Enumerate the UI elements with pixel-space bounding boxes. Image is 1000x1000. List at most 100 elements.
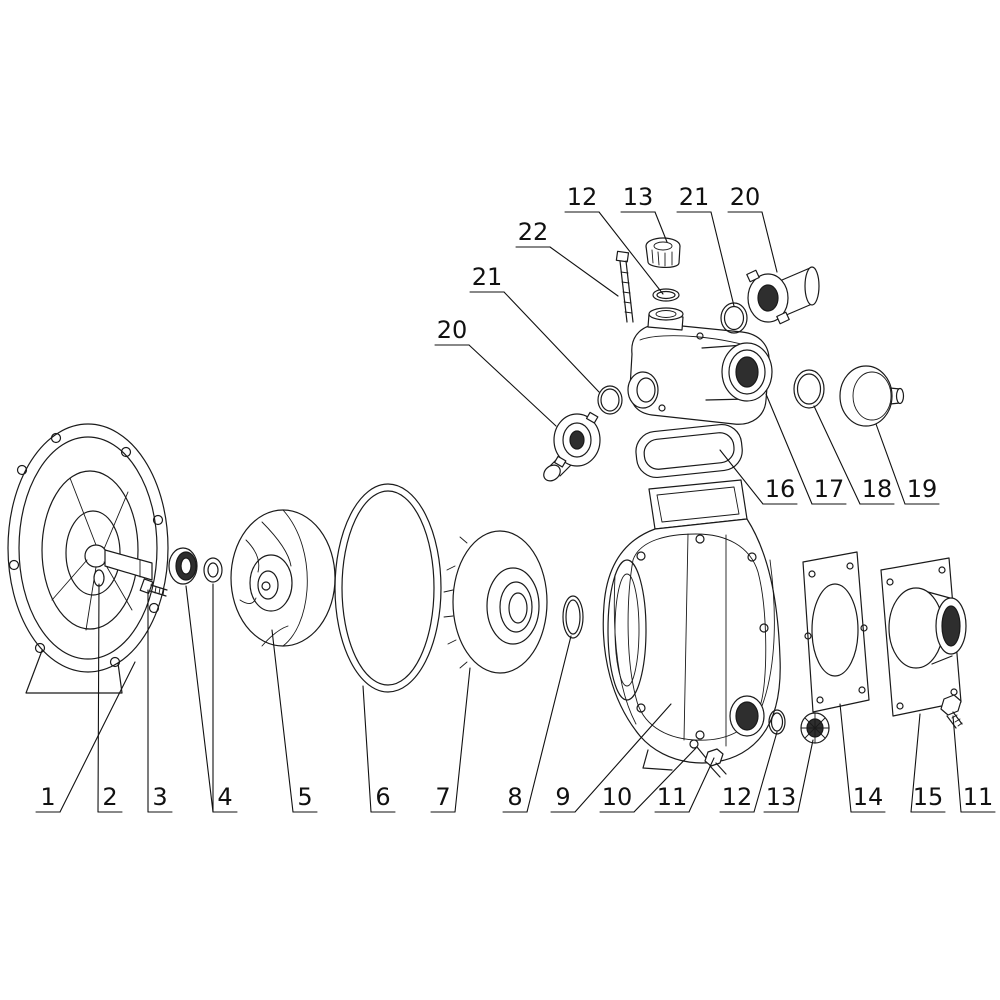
leader-line [839,703,852,813]
callout-label: 19 [907,475,938,503]
leader-line [526,635,572,813]
callout-14: 14 [839,703,886,813]
callout-10: 10 [599,747,697,813]
leader-line [598,211,664,295]
cap-oring [652,288,680,302]
callout-label: 11 [657,783,688,811]
pump-body [602,479,781,771]
leader-line [185,585,214,813]
mechanical-seal-set [168,547,223,585]
callout-6: 6 [362,685,396,813]
screw-bottom [689,739,707,759]
leader-line [710,211,735,307]
impeller [230,509,336,647]
leader-line [813,405,861,505]
impeller-plug [800,712,830,744]
leader-line [633,747,697,813]
leader-line [910,713,921,813]
callout-label: 14 [853,783,884,811]
callout-4: 4 [185,583,238,813]
oring-top [720,302,748,334]
oring-port [793,369,825,409]
bolt-bottom [704,748,727,778]
leader-line [719,449,764,505]
callout-3: 3 [147,589,173,813]
callout-15: 15 [910,713,946,813]
large-oring [334,483,442,693]
callout-label: 12 [567,183,598,211]
callout-7: 7 [430,667,471,813]
hose-coupling-top [746,266,820,325]
callout-20: 20 [434,316,557,427]
long-bolt [615,250,634,323]
callout-label: 1 [40,783,55,811]
leader-line [688,757,715,813]
callout-label: 20 [437,316,468,344]
leader-line [59,661,136,813]
leader-line [362,685,372,813]
end-cap [839,365,905,427]
small-oring [562,595,584,639]
callout-label: 13 [766,783,797,811]
hex-bolt-left [139,578,168,597]
callout-9: 9 [550,703,672,813]
callout-17: 17 [765,393,847,505]
callout-19: 19 [875,423,940,505]
leader-line [952,715,962,813]
callout-label: 17 [814,475,845,503]
leader-line [753,731,778,813]
callout-11: 11 [654,757,715,813]
gasket-plate [802,551,870,713]
bolt-right [940,694,963,729]
callout-18: 18 [813,405,895,505]
callout-11: 11 [952,715,996,813]
callout-22: 22 [515,218,619,297]
leader-line [454,667,471,813]
callout-label: 20 [730,183,761,211]
leader-line [574,703,672,813]
leader-line [765,393,813,505]
callout-label: 21 [679,183,710,211]
callout-8: 8 [502,635,572,813]
callout-16: 16 [719,449,798,505]
leader-line [271,629,294,813]
callout-label: 11 [963,783,994,811]
callout-21: 21 [469,263,600,393]
callout-label: 5 [297,783,312,811]
leader-line [549,246,619,297]
callout-label: 18 [862,475,893,503]
leader-line [797,739,814,813]
pump-bracket [7,423,169,694]
callout-1: 1 [35,661,136,813]
callout-label: 13 [623,183,654,211]
leader-line [503,291,600,393]
tank-cap [645,237,681,268]
leader-line [875,423,906,505]
callout-label: 12 [722,783,753,811]
callout-label: 4 [217,783,232,811]
callout-12: 12 [719,731,778,813]
callout-label: 7 [435,783,450,811]
callout-label: 6 [375,783,390,811]
callout-21: 21 [676,183,735,307]
callout-label: 8 [507,783,522,811]
callout-20: 20 [727,183,778,273]
tank-gasket [635,423,743,479]
callout-label: 15 [913,783,944,811]
oring-left [597,385,623,415]
leader-line [761,211,778,273]
leader-line [654,211,668,243]
callout-label: 22 [518,218,549,246]
callout-13: 13 [763,739,814,813]
callout-13: 13 [620,183,668,243]
leader-line [468,344,557,427]
callout-12: 12 [564,183,664,295]
oring-bottom [768,709,786,735]
callout-label: 10 [602,783,633,811]
callout-label: 21 [472,263,503,291]
callout-label: 16 [765,475,796,503]
callout-5: 5 [271,629,318,813]
priming-tank [627,307,773,425]
